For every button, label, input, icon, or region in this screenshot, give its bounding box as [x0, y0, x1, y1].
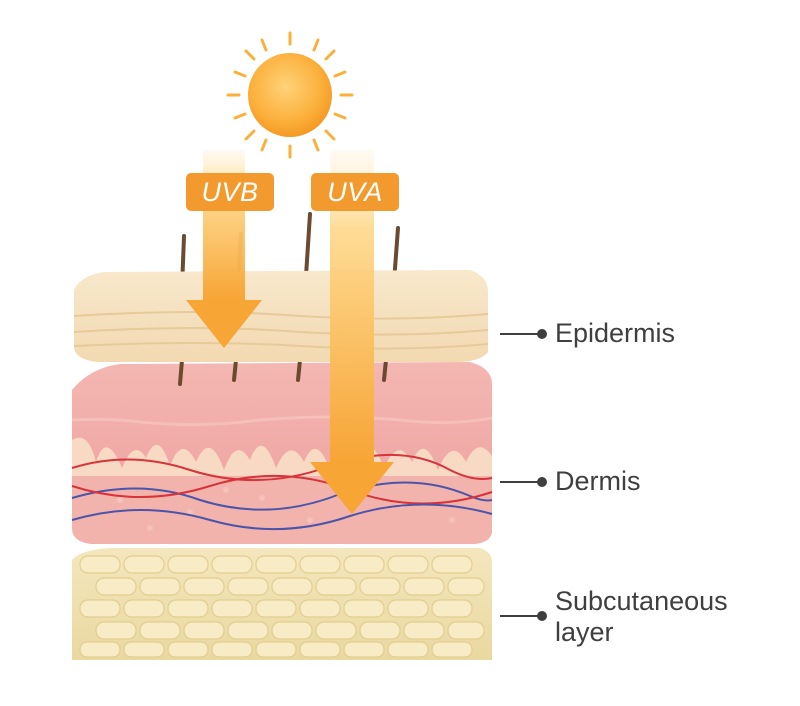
subcutaneous-layer: [72, 548, 492, 660]
label-leaders: [500, 329, 547, 621]
dermis-layer: [71, 362, 493, 544]
sun-icon: [226, 31, 354, 159]
dermis-label: Dermis: [555, 466, 641, 496]
epidermis-layer: [73, 270, 489, 362]
epidermis-label: Epidermis: [555, 318, 676, 348]
uva-label: UVA: [311, 173, 399, 211]
subcutaneous-label-line2: layer: [555, 617, 614, 647]
uvb-label: UVB: [186, 173, 274, 211]
artery-line: [71, 454, 493, 482]
vein-line: [71, 481, 493, 511]
subcutaneous-label-line1: Subcutaneous: [555, 586, 728, 616]
